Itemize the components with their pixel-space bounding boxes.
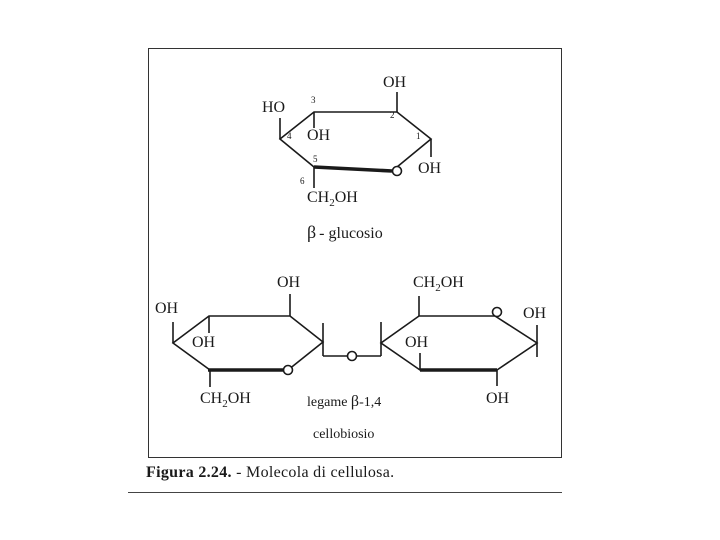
beta-glucose-structure: [278, 92, 433, 188]
label-oh: OH: [155, 300, 179, 317]
carbon-number: 6: [300, 176, 305, 186]
label-oh: OH: [523, 305, 547, 322]
label-ch2oh: CH2OH: [413, 274, 464, 294]
label-ch2oh: CH2OH: [200, 390, 251, 410]
cellobiose-right-labels: CH2OH OH OH OH: [405, 274, 547, 407]
glucose-ring-front-bond: [313, 165, 393, 173]
label-ch2oh: CH2OH: [307, 189, 358, 209]
bridge-oxygen: [346, 350, 358, 362]
carbon-number: 4: [287, 131, 292, 141]
label-oh: OH: [277, 274, 301, 291]
figure-number: Figura 2.24.: [146, 464, 232, 481]
cellobiose-name: cellobiosio: [313, 427, 374, 442]
ring-oxygen: [491, 306, 503, 318]
ring-oxygen: [391, 165, 403, 177]
label-oh: OH: [307, 127, 331, 144]
left-ring: [171, 315, 325, 371]
linkage-label: legame β-1,4: [307, 393, 381, 410]
molecule-name: β- glucosio: [307, 222, 383, 242]
label-oh: OH: [418, 160, 442, 177]
figure-frame: [148, 48, 562, 458]
glucose-ring: [278, 111, 433, 168]
figure-caption: Figura 2.24. - Molecola di cellulosa.: [146, 464, 394, 482]
cellobiose-right-structure: [379, 296, 539, 386]
caption-text: - Molecola di cellulosa.: [231, 464, 395, 481]
beta-glucose-labels: OH HO OH OH CH2OH 3 2 1 4 5 6 β- glucosi…: [262, 74, 442, 242]
label-oh: OH: [192, 334, 216, 351]
carbon-number: 5: [313, 154, 318, 164]
label-ho: HO: [262, 99, 285, 116]
carbon-number: 3: [311, 95, 316, 105]
carbon-number: 2: [390, 110, 395, 120]
glycosidic-bond: [323, 350, 381, 362]
label-oh: OH: [405, 334, 429, 351]
caption-rule: [128, 492, 562, 493]
cellobiose-left-labels: OH OH OH CH2OH: [155, 274, 301, 410]
cellobiose-left-structure: [171, 294, 325, 387]
carbon-number: 1: [416, 131, 421, 141]
label-oh: OH: [486, 390, 510, 407]
ring-oxygen: [282, 364, 294, 376]
label-oh: OH: [383, 74, 407, 91]
